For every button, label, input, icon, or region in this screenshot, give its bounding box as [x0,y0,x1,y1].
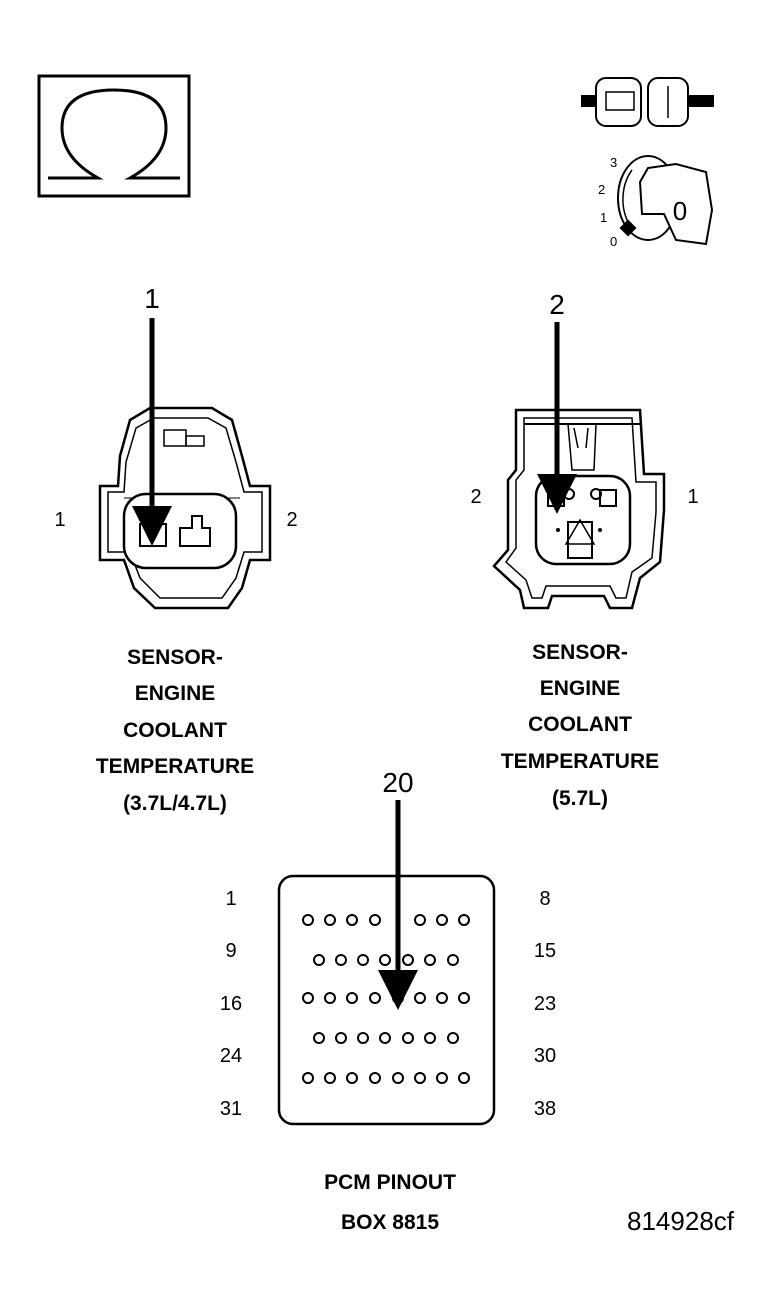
pcm-pin [458,992,470,1004]
pcm-caption-title: PCM PINOUT [324,1171,456,1194]
pcm-callout: 20 [382,767,413,798]
caption-line: COOLANT [123,719,227,742]
pcm-pin [402,1032,414,1044]
pcm-pin [313,954,325,966]
pcm-pin [402,954,414,966]
pcm-pin [379,954,391,966]
pcm-pin [302,1072,314,1084]
ohm-symbol-icon [37,74,191,198]
connector-a-caption: SENSOR- ENGINE COOLANT TEMPERATURE (3.7L… [96,646,254,815]
pcm-row-label-left: 1 [225,888,236,910]
pcm-pin [346,992,358,1004]
pcm-pin [302,992,314,1004]
pcm-pin [335,954,347,966]
pcm-pin [414,1072,426,1084]
connector-a-pin-left: 1 [54,509,65,531]
caption-line: TEMPERATURE [501,750,659,773]
pcm-row-label-left: 31 [220,1098,242,1120]
pcm-pin [313,1032,325,1044]
pcm-pin [346,1072,358,1084]
ignition-position-label: 2 [598,182,605,197]
ignition-position-label: 1 [600,210,607,225]
pcm-caption-subtitle: BOX 8815 [341,1211,439,1234]
pcm-row-label-right: 30 [534,1045,556,1067]
pcm-pin [414,914,426,926]
connector-b-pin-right: 1 [687,486,698,508]
pcm-pin [447,1032,459,1044]
pcm-pin [369,1072,381,1084]
ignition-position-label: 3 [610,155,617,170]
figure-code: 814928cf [627,1206,735,1236]
pcm-pin [335,1032,347,1044]
pcm-pin [424,1032,436,1044]
pcm-row-label-right: 23 [534,993,556,1015]
connector-a-outline [98,406,272,610]
pcm-pin [379,1032,391,1044]
pcm-pin [324,914,336,926]
pcm-connector-outline [277,874,496,1126]
caption-line: COOLANT [528,713,632,736]
pcm-row-label-left: 24 [220,1045,242,1067]
pcm-pin-grid [302,914,470,1084]
pcm-pin [369,914,381,926]
caption-line: ENGINE [135,682,216,705]
ignition-position-label: 0 [610,234,617,249]
pcm-pin [424,954,436,966]
caption-line: TEMPERATURE [96,755,254,778]
pcm-row-label-left: 16 [220,993,242,1015]
connector-a-callout: 1 [144,283,160,314]
pcm-pin [447,954,459,966]
caption-line: SENSOR- [127,646,223,669]
pcm-pin [436,992,448,1004]
pcm-pin [302,914,314,926]
caption-line: (5.7L) [552,787,608,810]
caption-line: ENGINE [540,677,621,700]
connector-b-callout: 2 [549,289,565,320]
pcm-row-label-right: 8 [539,888,550,910]
connector-b-outline [492,408,666,610]
pcm-pin [436,914,448,926]
ignition-key-icon [617,155,714,246]
pcm-row-label-right: 38 [534,1098,556,1120]
pcm-pin [324,1072,336,1084]
caption-line: (3.7L/4.7L) [123,792,227,815]
pcm-pin [324,992,336,1004]
connector-a-pin-right: 2 [286,509,297,531]
connector-b-pin-left: 2 [470,486,481,508]
disconnected-connector-icon [581,77,714,127]
pcm-pin [436,1072,448,1084]
pcm-pin [392,1072,404,1084]
caption-line: SENSOR- [532,641,628,664]
connector-b-caption: SENSOR- ENGINE COOLANT TEMPERATURE (5.7L… [501,641,659,810]
pcm-pin [458,914,470,926]
pcm-row-label-left: 9 [225,940,236,962]
pcm-pin [357,954,369,966]
pcm-row-label-right: 15 [534,940,556,962]
pcm-pin [357,1032,369,1044]
ignition-key-label: 0 [673,196,687,226]
pcm-pin [458,1072,470,1084]
pcm-pin [346,914,358,926]
